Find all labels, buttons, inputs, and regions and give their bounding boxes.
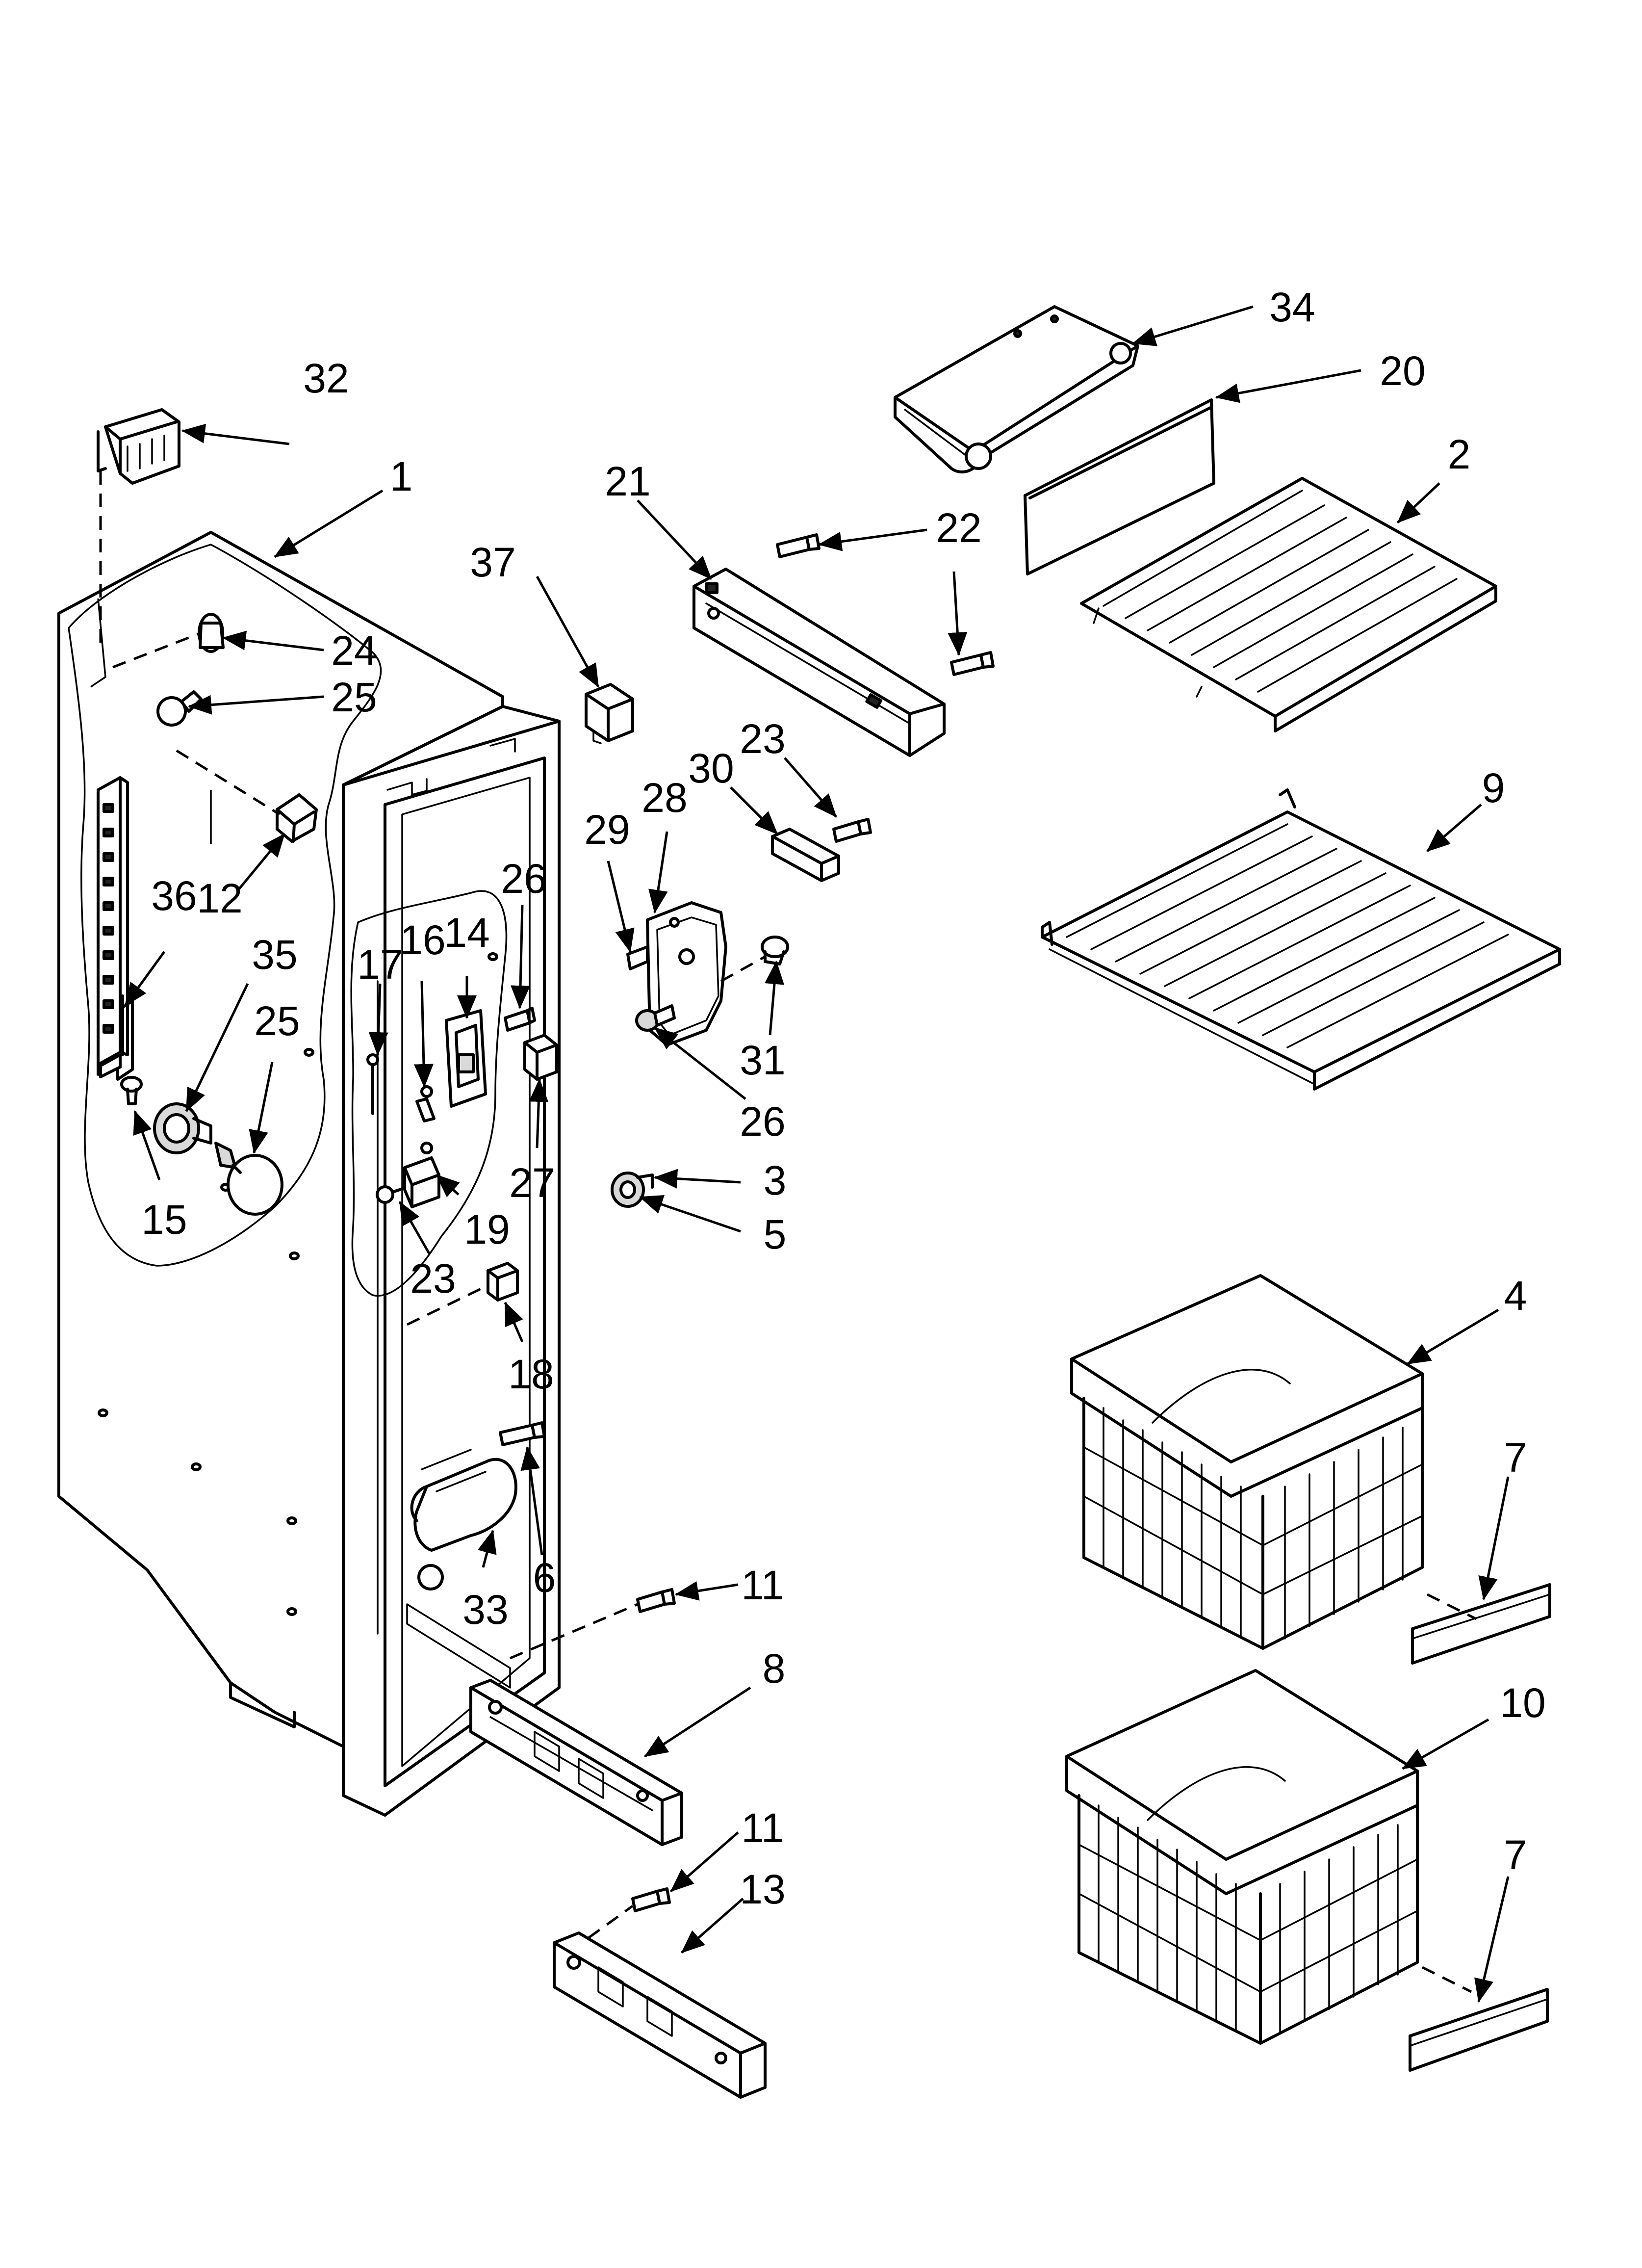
callout-2: 2 (1448, 431, 1471, 477)
callout-20: 20 (1380, 348, 1425, 394)
part-22-screw-b (950, 651, 995, 676)
callout-15: 15 (141, 1197, 187, 1243)
callout-14: 14 (444, 910, 489, 956)
callout-21: 21 (605, 458, 650, 504)
callout-23: 23 (410, 1255, 456, 1302)
callout-6: 6 (533, 1555, 556, 1601)
callout-32: 32 (303, 355, 349, 401)
part-31-plug (761, 936, 789, 965)
callout-1: 1 (390, 453, 413, 499)
callout-26b: 26 (740, 1098, 785, 1145)
part-10-basket (1065, 1669, 1419, 2045)
part-23-screw-sensor (832, 818, 872, 843)
callout-19: 19 (464, 1206, 510, 1252)
part-11-screw-lower (631, 1887, 671, 1912)
callout-16: 16 (400, 917, 445, 963)
callout-5: 5 (764, 1211, 787, 1257)
part-22-screw-a (776, 533, 821, 558)
callout-9: 9 (1482, 765, 1505, 811)
part-7-strip-upper (1411, 1583, 1551, 1665)
freezer-liner (57, 531, 561, 1817)
callout-22: 22 (936, 505, 981, 551)
part-9-glass-shelf (1041, 788, 1561, 1091)
part-12-clip (276, 793, 318, 843)
part-36-rail-detail (97, 776, 129, 1066)
part-30-sensor (771, 828, 840, 882)
part-33-cover (410, 1449, 517, 1552)
part-18-dashline (406, 1284, 489, 1326)
part-11-dashline-upper (510, 1603, 638, 1660)
callout-7: 7 (1504, 1434, 1527, 1481)
callout-25: 25 (331, 674, 377, 720)
part-18-switch (487, 1262, 519, 1302)
part-21-channel (693, 568, 946, 757)
part-15-pin (120, 1076, 143, 1105)
part-23-dashline (392, 1176, 432, 1194)
leader-lines (124, 305, 1510, 2003)
callout-labels: 32 1 24 25 12 36 35 25 15 37 17 16 14 26… (141, 284, 1545, 1912)
part-11-dashline-lower (588, 1904, 634, 1939)
callout-26: 26 (501, 856, 546, 902)
part-7-dashline-lower (1421, 1966, 1472, 1993)
part-6-screw (499, 1421, 546, 1446)
callout-27: 27 (509, 1160, 555, 1206)
part-4-basket (1070, 1274, 1424, 1650)
part-2-wire-shelf (1080, 477, 1497, 732)
callout-37: 37 (470, 539, 515, 585)
callout-30: 30 (688, 745, 734, 791)
part-3-knob (611, 1172, 654, 1208)
part-12-dashline (176, 749, 281, 816)
callout-17: 17 (357, 941, 403, 988)
callout-10: 10 (1500, 1680, 1545, 1726)
part-27-bracket (523, 1034, 558, 1081)
callout-34: 34 (1269, 284, 1315, 330)
callout-11b: 11 (741, 1805, 784, 1851)
part-34-hinge (894, 305, 1139, 474)
part-11-screw-upper (636, 1588, 676, 1613)
callout-28: 28 (641, 775, 687, 821)
callout-12: 12 (197, 875, 242, 921)
callout-36: 36 (151, 873, 197, 919)
callout-18: 18 (508, 1351, 554, 1397)
callout-29: 29 (584, 807, 630, 853)
part-13-trim (553, 1931, 767, 2099)
part-26-screw (504, 1007, 536, 1032)
callout-31: 31 (740, 1037, 785, 1083)
part-24-lamp-socket (198, 613, 225, 653)
callout-7b: 7 (1504, 1832, 1527, 1878)
callout-25b: 25 (254, 998, 300, 1044)
part-24-dashline (112, 631, 202, 669)
callout-13: 13 (740, 1866, 785, 1912)
part-31-dashline (720, 955, 766, 983)
callout-24: 24 (331, 627, 377, 674)
part-37-block (585, 683, 634, 744)
part-35-lamp-socket (153, 1102, 212, 1154)
part-20-panel (1024, 398, 1215, 575)
part-14-housing (445, 1009, 487, 1108)
callout-8: 8 (763, 1645, 786, 1692)
part-8-trim (469, 1679, 683, 1846)
part-7-dashline-upper (1426, 1593, 1477, 1620)
part-26-screw-lower (635, 1004, 676, 1032)
part-32-bracket (97, 408, 180, 485)
callout-35: 35 (252, 932, 297, 978)
callout-11: 11 (741, 1562, 784, 1608)
callout-4: 4 (1504, 1273, 1527, 1319)
callout-33: 33 (462, 1587, 508, 1633)
part-25-lamp-bulb (214, 1142, 283, 1216)
callout-3: 3 (764, 1157, 787, 1203)
callout-23b: 23 (740, 716, 785, 762)
part-7-strip-lower (1409, 1988, 1549, 2072)
